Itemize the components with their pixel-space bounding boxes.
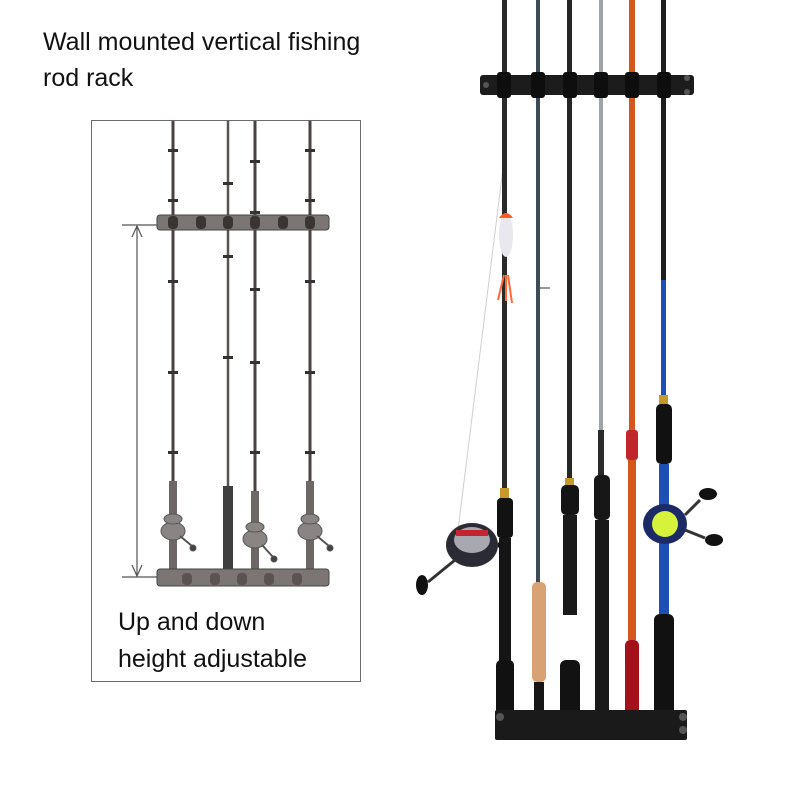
photo-rod-4 [594,0,610,720]
diagram-rod-3 [250,121,260,581]
product-title: Wall mounted vertical fishing rod rack [43,24,443,96]
title-line-1: Wall mounted vertical fishing [43,28,361,56]
height-adjust-diagram [91,120,361,682]
height-dimension-arrow [122,224,167,578]
photo-rod-1 [496,0,514,720]
adjustable-caption: Up and down height adjustable [118,604,358,678]
diagram-rod-1 [168,121,178,581]
diagram-bottom-rack [156,568,330,587]
rack-diagram-illustration [122,121,334,587]
caption-line-1: Up and down [118,608,266,636]
photo-bottom-rack [495,710,687,740]
diagram-reel-1 [160,513,197,552]
diagram-rod-4 [305,121,315,581]
photo-top-rack [480,72,694,98]
photo-rod-3 [560,0,580,722]
diagram-rods [168,121,315,581]
photo-rod-2 [532,0,550,712]
baitcasting-reel [643,488,723,546]
diagram-reel-3 [242,521,278,563]
diagram-reel-4 [297,513,334,552]
caption-line-2: height adjustable [118,645,308,673]
diagram-rod-2 [223,121,233,581]
photo-rod-6 [654,0,674,720]
product-photo-illustration [416,0,723,740]
fishing-line [457,159,505,531]
diagram-reels [160,513,334,563]
diagram-top-rack [156,214,330,231]
photo-rod-5 [625,0,639,720]
spinning-reel [416,523,500,595]
fishing-lure [497,213,513,304]
title-line-2: rod rack [43,64,134,92]
